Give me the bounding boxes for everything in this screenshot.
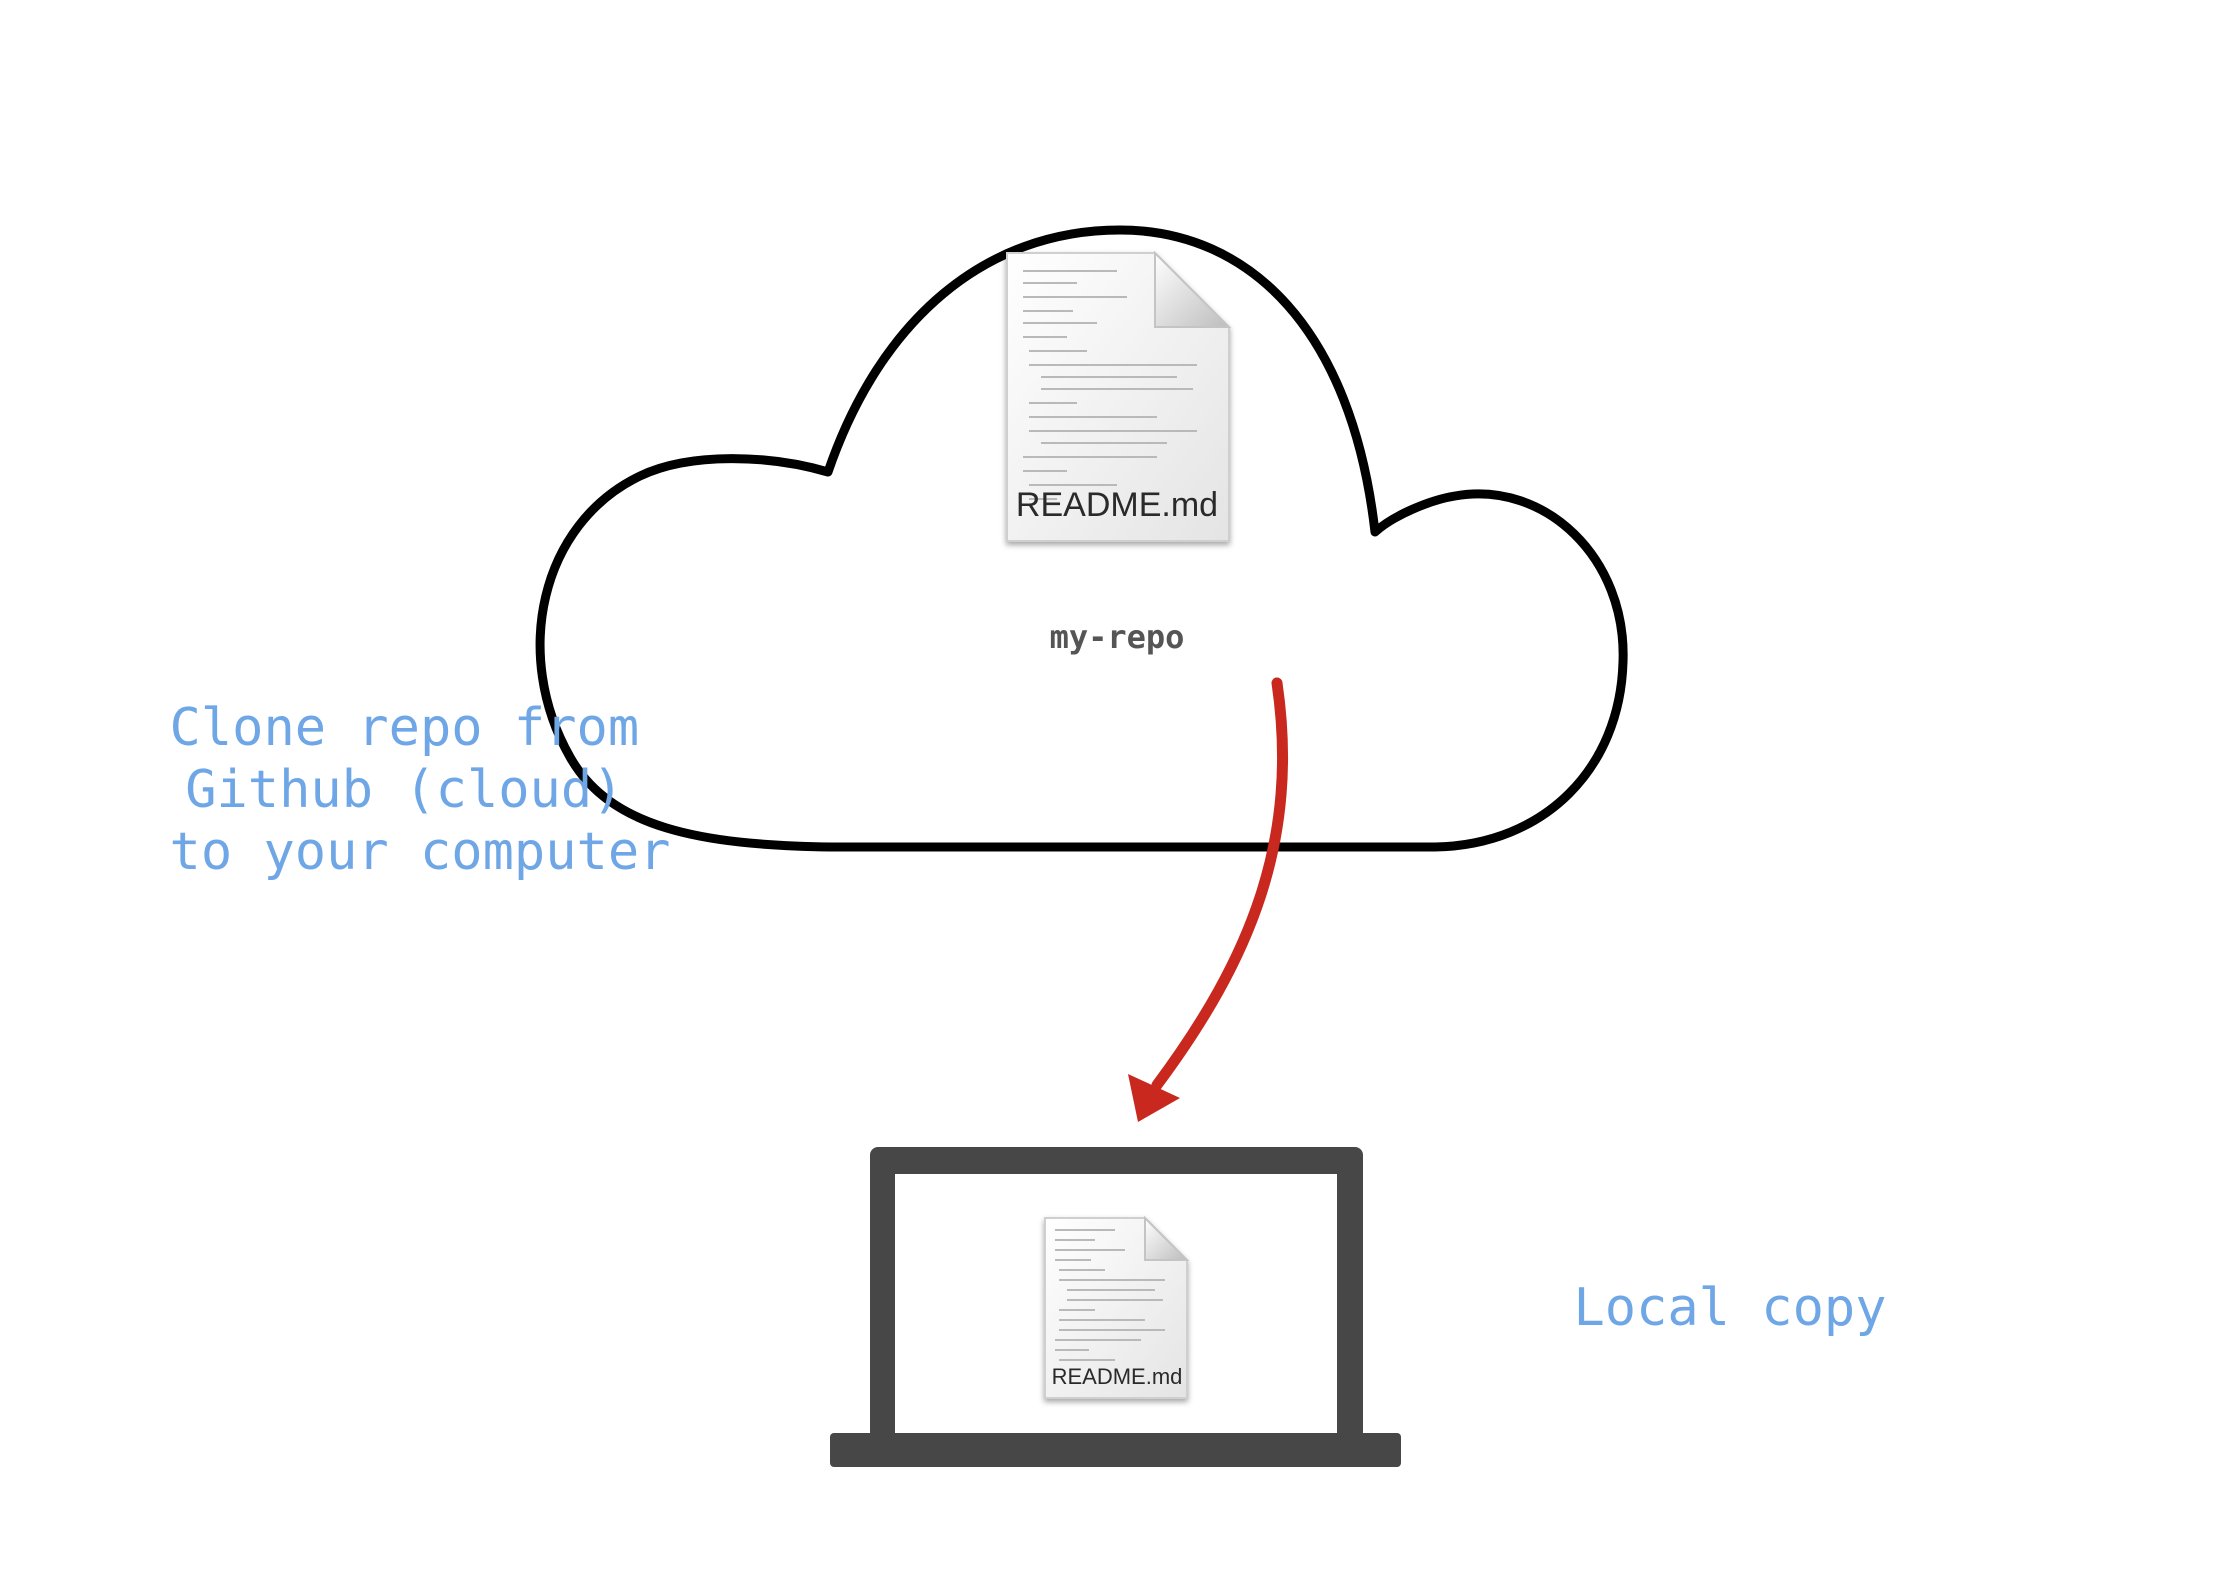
- cloud-file-label: README.md: [1016, 486, 1218, 524]
- document-icon: [1044, 1217, 1188, 1399]
- clone-caption-line-3: to your computer: [170, 822, 671, 882]
- clone-caption-line-1: Clone repo from: [170, 698, 640, 758]
- page-fold: [1154, 250, 1232, 328]
- readme-file-icon-cloud: README.md: [1006, 250, 1232, 542]
- clone-arrowhead: [1128, 1074, 1180, 1122]
- repo-name-label: my-repo: [1050, 618, 1185, 656]
- laptop-file-label: README.md: [1052, 1364, 1183, 1389]
- clone-caption: Clone repo from Github (cloud) to your c…: [170, 698, 671, 882]
- page-fold: [1144, 1215, 1190, 1261]
- local-copy-caption: Local copy: [1573, 1278, 1886, 1338]
- laptop-base: [830, 1433, 1401, 1467]
- file-text-lines: [1023, 270, 1197, 500]
- arrow-down-icon: [1128, 677, 1288, 1122]
- readme-file-icon-laptop: README.md: [1044, 1215, 1190, 1399]
- file-text-lines: [1055, 1229, 1165, 1361]
- clone-caption-line-2: Github (cloud): [185, 760, 623, 820]
- clone-arrow-shaft: [1151, 677, 1288, 1091]
